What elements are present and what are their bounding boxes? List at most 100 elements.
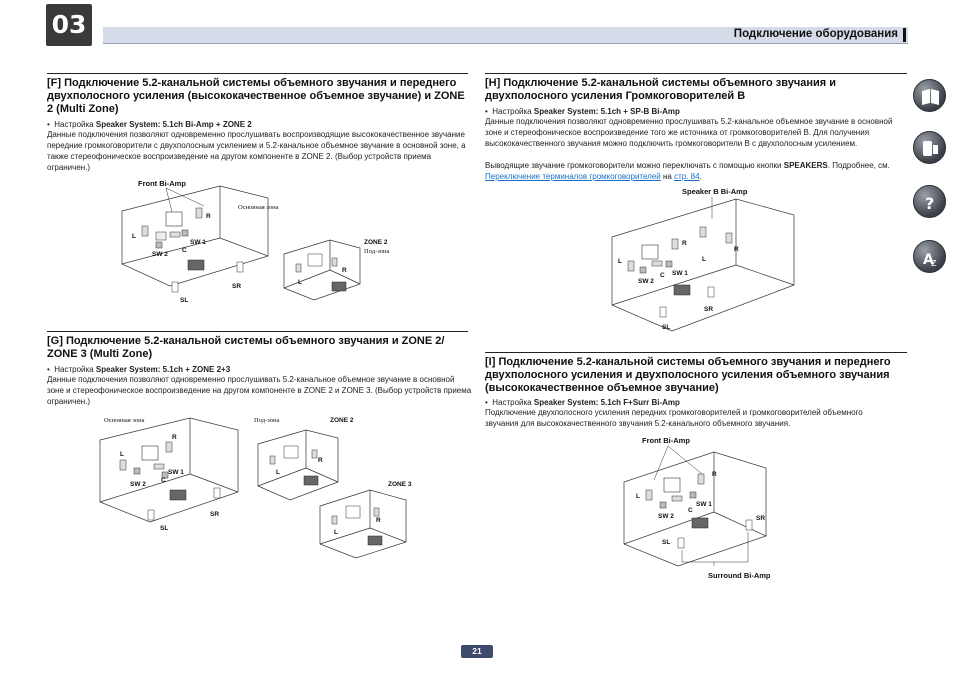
label-speaker-b-biamp: Speaker B Bi-Amp [682,187,748,196]
front-l-speaker [645,489,653,501]
question-icon[interactable]: ? [913,185,946,218]
sofa [187,259,205,271]
section-f-body: Данные подключения позволяют одновременн… [47,130,466,172]
diagram-f: Front Bi-Amp Основная зона L R C SW 1 SW… [121,179,389,304]
sofa [691,517,709,529]
label-r: R [206,213,211,220]
diagram-i: Front Bi-Amp L R C SW 1 SW 2 SR SL Surro… [623,436,770,580]
sr-speaker [213,487,221,499]
zone3-label-r: R [376,517,381,524]
section-h-rule [485,73,907,74]
label-zone2: ZONE 2 [364,239,388,246]
subwoofer-1 [689,491,697,499]
svg-text:Z: Z [931,259,937,268]
front-l-speaker [627,260,635,272]
label-r: R [682,240,687,247]
section-i-title: [I] Подключение 5.2-канальной системы об… [485,356,891,394]
label-zone2: ZONE 2 [330,417,354,424]
label-sub-zone: Под-зона [254,417,279,424]
sl-speaker [659,306,667,318]
label-sw1: SW 1 [672,270,688,277]
page-number: 21 [461,645,493,658]
body-text: . Подробнее, см. [827,161,890,170]
label-sw2: SW 2 [130,481,146,488]
label-sl: SL [160,525,168,532]
label-sl: SL [662,539,670,546]
label-front-biamp: Front Bi-Amp [642,436,690,445]
setting-value: : 5.1ch + ZONE 2+3 [157,365,231,374]
label-sl: SL [662,324,670,331]
zone2-label-r: R [318,457,323,464]
tv [663,477,681,493]
zone3-tv [345,505,361,519]
tv [641,244,659,260]
book-icon[interactable] [913,79,946,112]
sl-speaker [677,537,685,549]
label-main-zone: Основная зона [238,204,279,211]
header-bar: Подключение оборудования [103,27,908,44]
center-speaker [651,260,663,267]
front-r-speaker [195,207,203,219]
zone2-r-speaker [331,257,338,267]
header-title: Подключение оборудования [733,28,898,40]
subwoofer-2 [639,266,647,274]
label-sr: SR [232,283,241,290]
subwoofer-1 [161,471,169,479]
zone2-room [283,239,361,301]
zone2-label-r: R [342,267,347,274]
page-84-link[interactable]: стр. 84 [674,171,700,181]
speaker-terminal-switch-link[interactable]: Переключение терминалов громкоговорителе… [485,171,661,181]
body-text: на [660,171,675,181]
label-sw1: SW 1 [168,469,184,476]
setting-label: Speaker System [533,107,596,116]
section-g-rule [47,331,468,332]
label-l: L [120,451,124,458]
sr-speaker [745,519,753,531]
section-h-title: [H] Подключение 5.2-канальной системы об… [485,77,836,102]
receiver [155,231,167,241]
body-text: Выводящие звучание громкоговорители можн… [485,161,784,170]
front-r-speaker [165,441,173,453]
label-b-l: L [702,256,706,263]
room-i [623,451,767,567]
front-r-speaker [671,238,679,250]
label-r: R [172,434,177,441]
speakers-button-name: SPEAKERS [783,161,828,170]
b-r-speaker [725,232,733,244]
center-speaker [671,495,683,502]
label-sr: SR [704,306,713,313]
front-l-speaker [141,225,149,237]
label-l: L [618,258,622,265]
section-i-body: Подключение двухполосного усиления перед… [485,408,863,428]
zone3-label-l: L [334,529,338,536]
label-zone3: ZONE 3 [388,481,412,488]
zone3-r-speaker [373,507,380,517]
diagram-g: Основная зона L R C SW 1 SW 2 SR SL Под-… [99,417,412,559]
zone3-room [319,489,407,559]
zone2-sofa [303,475,319,486]
setting-prefix: Настройка [54,120,96,129]
setting-label: Speaker System [533,398,596,407]
section-h-setting: • Настройка Speaker System: 5.1ch + SP-B… [485,107,680,116]
zone2-room [257,429,339,501]
label-l: L [132,233,136,240]
tv [141,445,159,461]
sl-speaker [147,509,155,521]
subwoofer-2 [133,467,141,475]
section-g-body: Данные подключения позволяют одновременн… [47,375,472,406]
label-c: C [688,507,693,514]
setting-value: : 5.1ch Bi-Amp + ZONE 2 [157,120,252,129]
subwoofer-2 [155,241,163,249]
diagram-h: Speaker B Bi-Amp L R L R C SW 1 SW 2 SR … [611,187,795,332]
center-speaker [153,463,165,470]
tv [165,211,183,227]
sl-speaker [171,281,179,293]
setting-prefix: Настройка [492,398,534,407]
section-g-setting: • Настройка Speaker System: 5.1ch + ZONE… [47,365,231,374]
remote-icon[interactable] [913,131,946,164]
body-text: . [699,171,702,181]
section-f-setting: • Настройка Speaker System: 5.1ch Bi-Amp… [47,120,252,129]
main-room [99,417,239,523]
zone2-l-speaker [295,263,302,273]
